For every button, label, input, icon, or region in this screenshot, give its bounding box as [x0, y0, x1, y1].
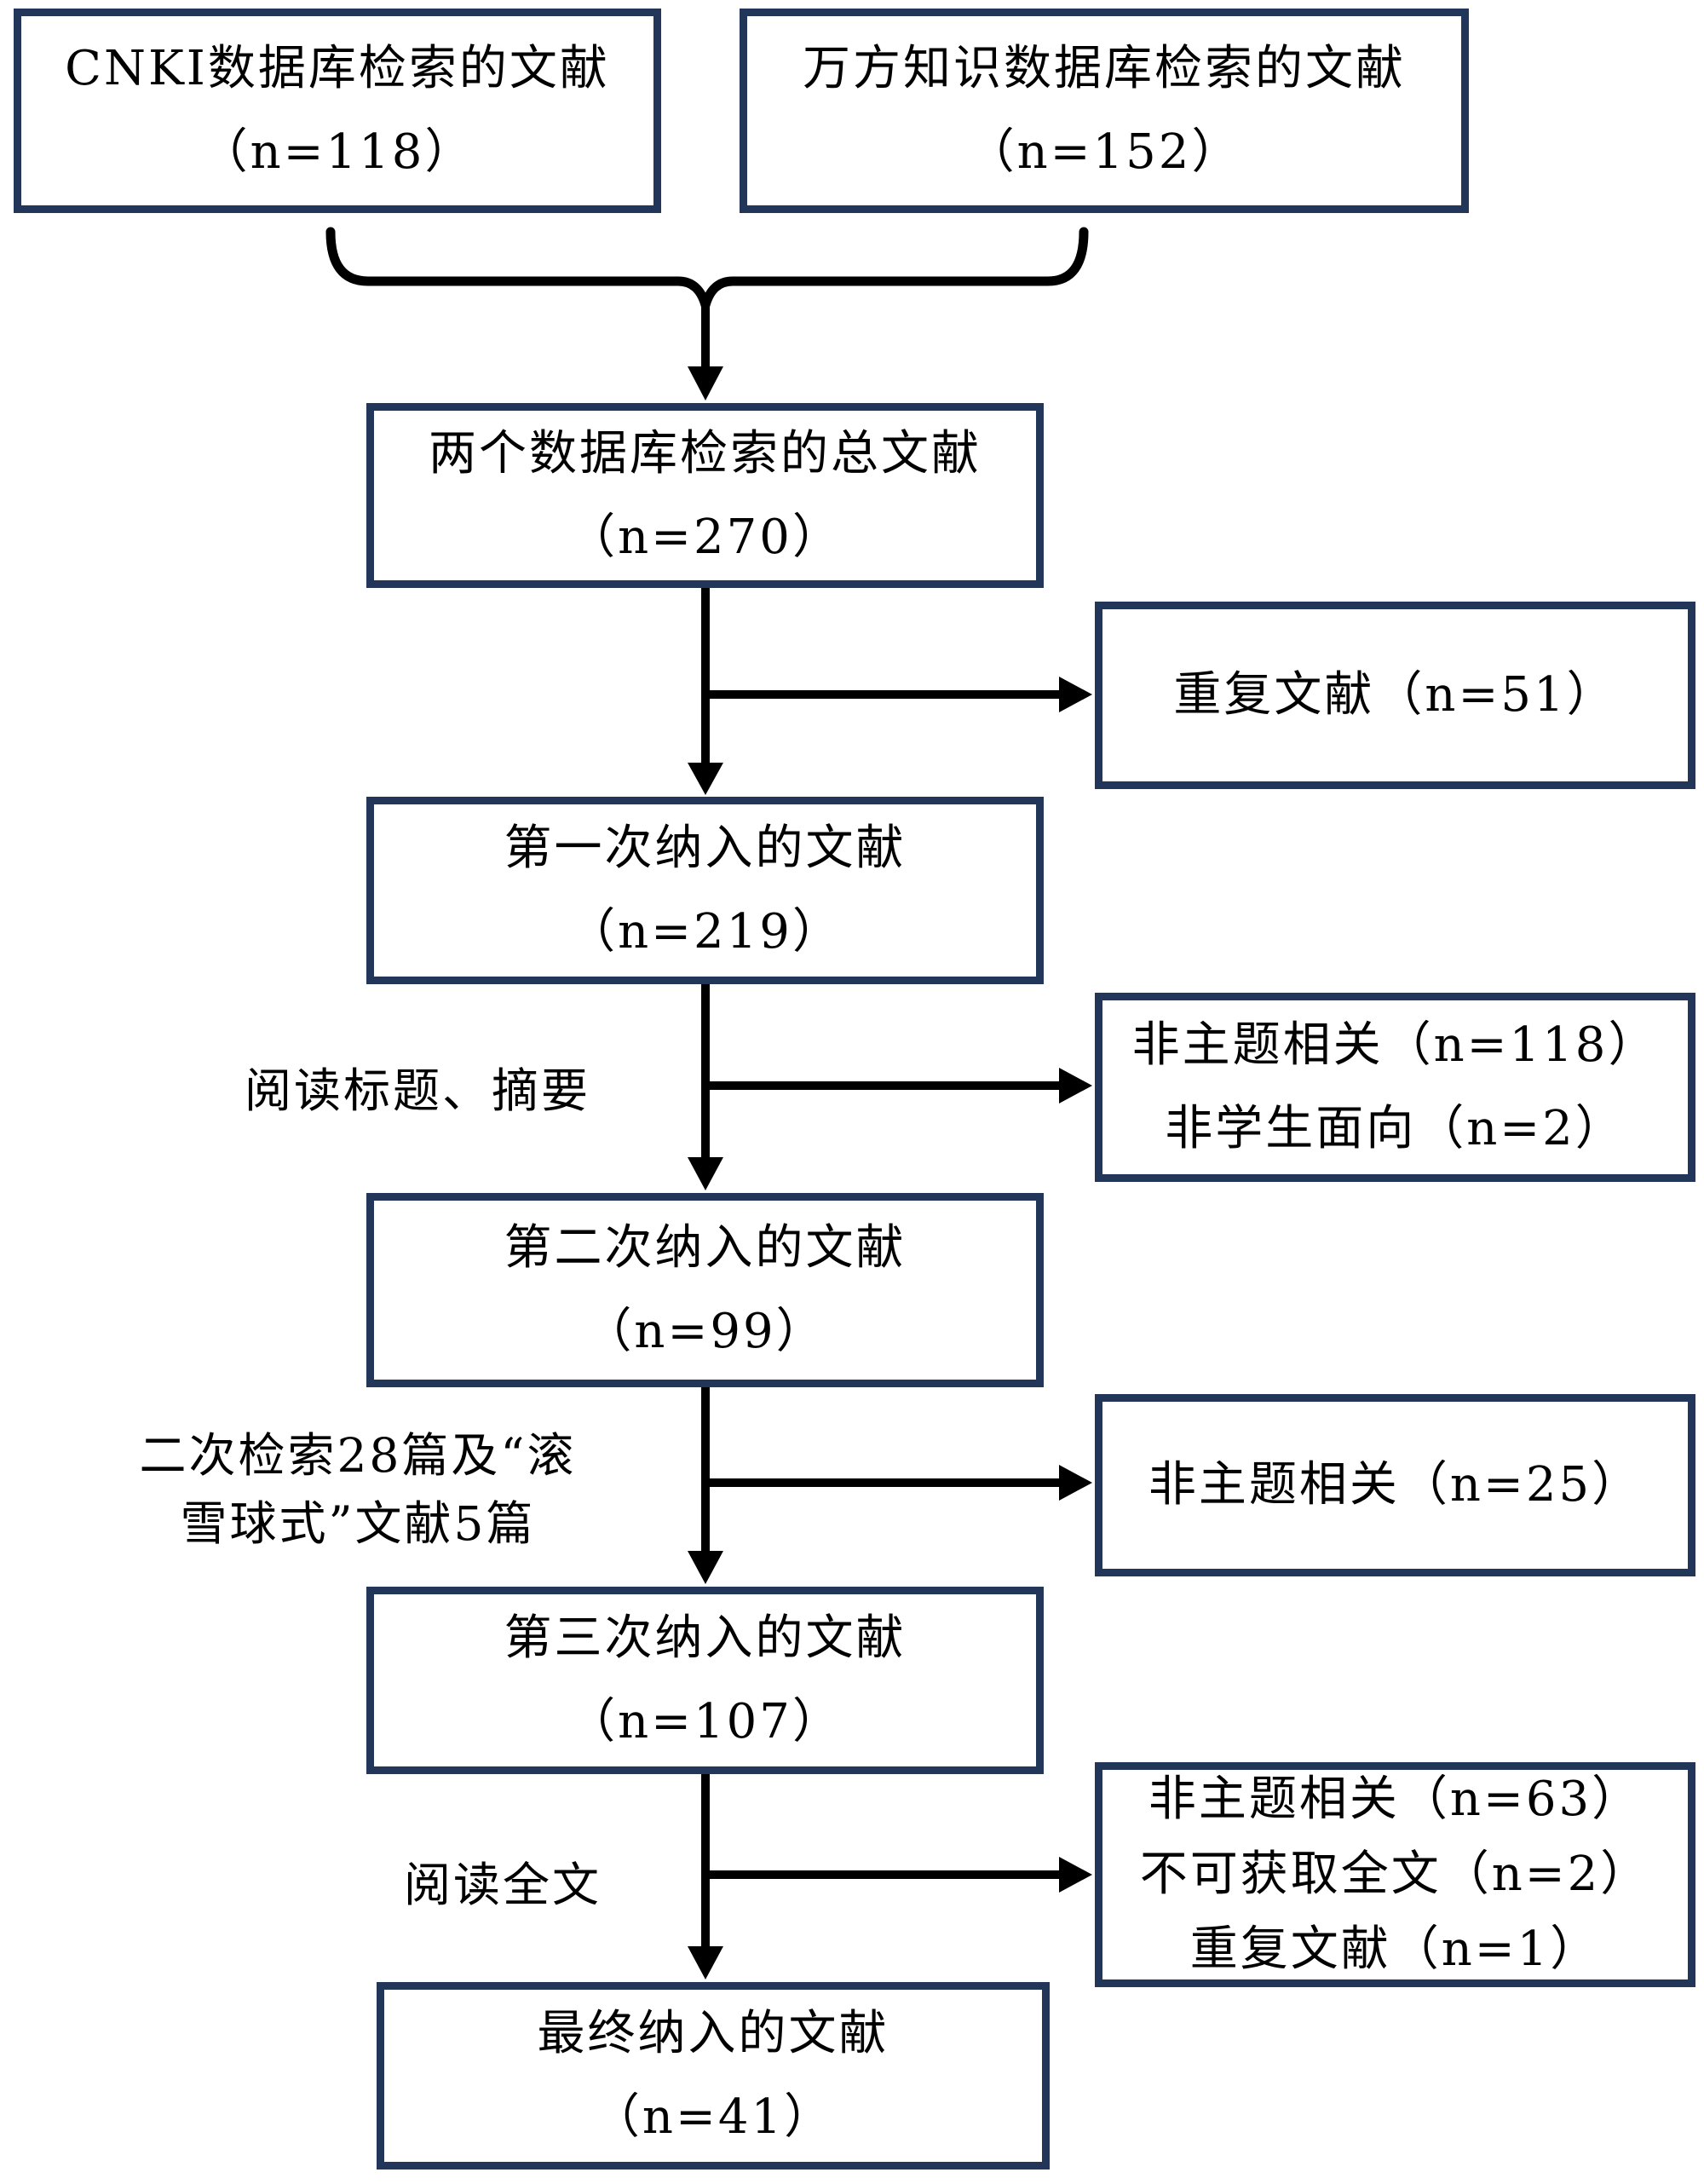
- box-third-inclusion: 第三次纳入的文献 （n=107）: [366, 1587, 1044, 1774]
- stage-label-read-title-abstract: 阅读标题、摘要: [128, 1057, 707, 1125]
- box-text-line: （n=99）: [584, 1304, 826, 1359]
- box-text-line: 重复文献（n=51）: [1173, 667, 1617, 723]
- box-text-line: 非主题相关（n=63）: [1148, 1772, 1643, 1827]
- arrow-second-to-third: [688, 1387, 723, 1584]
- box-text-line: （n=270）: [567, 509, 843, 565]
- stage-label-line: 阅读标题、摘要: [244, 1063, 590, 1118]
- box-text-line: 万方知识数据库检索的文献: [803, 41, 1406, 96]
- box-source-cnki: CNKI数据库检索的文献 （n=118）: [14, 9, 661, 213]
- box-excluded-title-abstract: 非主题相关（n=118） 非学生面向（n=2）: [1095, 993, 1695, 1182]
- box-final-inclusion: 最终纳入的文献 （n=41）: [377, 1982, 1050, 2170]
- box-text-line: 两个数据库检索的总文献: [429, 425, 982, 481]
- box-total-records: 两个数据库检索的总文献 （n=270）: [366, 403, 1044, 588]
- box-source-wanfang: 万方知识数据库检索的文献 （n=152）: [740, 9, 1469, 213]
- box-text-line: 重复文献（n=1）: [1189, 1922, 1601, 1977]
- box-text-line: 第三次纳入的文献: [504, 1611, 907, 1666]
- box-text-line: （n=219）: [567, 904, 843, 959]
- arrow-total-to-first: [688, 588, 723, 795]
- arrow-branch-offtopic-2: [705, 1465, 1092, 1501]
- box-text-line: 非主题相关（n=118）: [1131, 1017, 1659, 1073]
- box-text-line: （n=41）: [591, 2089, 835, 2145]
- box-excluded-fulltext: 非主题相关（n=63） 不可获取全文（n=2） 重复文献（n=1）: [1095, 1762, 1695, 1987]
- box-text-line: （n=118）: [199, 124, 475, 180]
- box-excluded-offtopic: 非主题相关（n=25）: [1095, 1394, 1695, 1576]
- box-text-line: （n=152）: [966, 124, 1242, 180]
- box-text-line: 不可获取全文（n=2）: [1139, 1847, 1651, 1902]
- arrow-merge-to-total: [688, 298, 723, 400]
- box-text-line: 最终纳入的文献: [537, 2006, 889, 2061]
- box-text-line: 第二次纳入的文献: [504, 1220, 907, 1276]
- merge-brace: [325, 227, 1089, 310]
- stage-label-read-fulltext: 阅读全文: [213, 1851, 792, 1919]
- stage-label-secondary-search-snowball: 二次检索28篇及“滚 雪球式”文献5篇: [77, 1421, 639, 1558]
- stage-label-line: 二次检索28篇及“滚: [139, 1428, 577, 1483]
- box-text-line: 非学生面向（n=2）: [1165, 1101, 1626, 1156]
- arrow-branch-duplicates: [705, 677, 1092, 712]
- box-second-inclusion: 第二次纳入的文献 （n=99）: [366, 1193, 1044, 1387]
- box-excluded-duplicates: 重复文献（n=51）: [1095, 602, 1695, 789]
- stage-label-line: 雪球式”文献5篇: [180, 1496, 536, 1551]
- box-text-line: 非主题相关（n=25）: [1148, 1457, 1643, 1513]
- box-text-line: CNKI数据库检索的文献: [65, 41, 610, 96]
- stage-label-line: 阅读全文: [403, 1858, 602, 1912]
- box-text-line: 第一次纳入的文献: [504, 821, 907, 876]
- box-text-line: （n=107）: [567, 1694, 843, 1749]
- arrow-branch-offtopic-1: [705, 1068, 1092, 1104]
- box-first-inclusion: 第一次纳入的文献 （n=219）: [366, 797, 1044, 984]
